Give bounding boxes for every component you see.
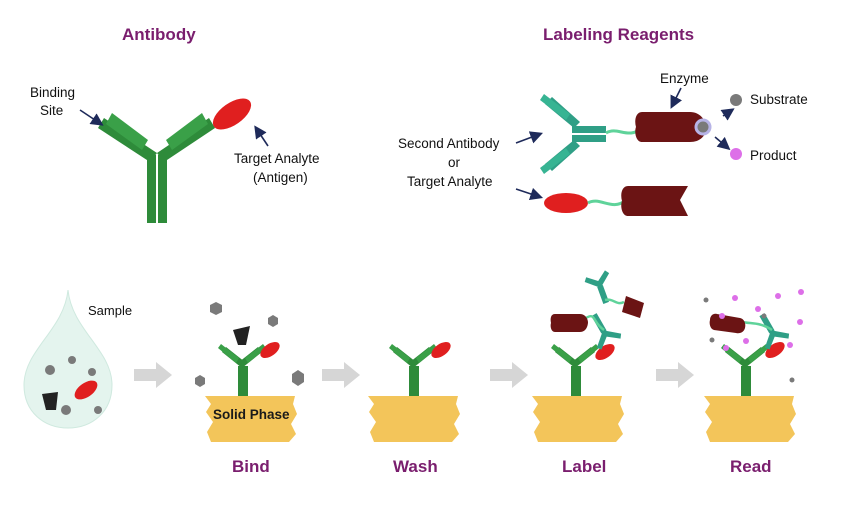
process-arrow-3 — [490, 362, 528, 388]
second-antibody-label: Second Antibody — [398, 136, 500, 151]
binding-site-arrow — [79, 109, 104, 126]
analyte-reagent-arrow — [515, 187, 544, 201]
antibody-header: Antibody — [122, 25, 196, 44]
substrate-label: Substrate — [750, 92, 808, 107]
second-antibody-arrow — [515, 131, 543, 144]
enzyme-arrow — [670, 87, 683, 109]
step-label-label: Label — [562, 457, 606, 476]
process-arrow-1 — [134, 362, 172, 388]
sample-drop-icon — [23, 289, 113, 429]
enzyme-upper-icon — [635, 112, 706, 142]
product-arrow — [714, 136, 731, 151]
enzyme-lower-icon — [621, 186, 688, 216]
antigen-label: (Antigen) — [253, 170, 308, 185]
step-label-wash: Wash — [393, 457, 438, 476]
label-step-panel — [532, 270, 644, 442]
process-arrow-4 — [656, 362, 694, 388]
binding-site-label-line1: Binding — [30, 85, 75, 100]
product-label: Product — [750, 148, 797, 163]
target-analyte-arrow — [254, 125, 269, 147]
second-antibody-icon — [540, 94, 606, 174]
substrate-bound-icon — [694, 118, 712, 136]
target-analyte-label: Target Analyte — [234, 151, 320, 166]
product-icon — [730, 148, 742, 160]
antibody-large-icon — [98, 113, 215, 223]
target-analyte-reagent-label: Target Analyte — [407, 174, 493, 189]
solid-phase-label: Solid Phase — [213, 407, 290, 422]
process-arrow-2 — [322, 362, 360, 388]
binding-site-label-line2: Site — [40, 103, 63, 118]
labeling-reagents-header: Labeling Reagents — [543, 25, 694, 44]
analyte-reagent-icon — [544, 193, 588, 213]
or-label: or — [448, 155, 461, 170]
target-analyte-large-icon — [212, 98, 252, 130]
read-step-panel — [703, 289, 804, 442]
substrate-arrow — [720, 108, 735, 121]
sample-label: Sample — [88, 303, 132, 318]
step-label-bind: Bind — [232, 457, 270, 476]
bind-step-panel — [195, 302, 304, 442]
step-label-read: Read — [730, 457, 772, 476]
enzyme-label: Enzyme — [660, 71, 709, 86]
wash-step-panel — [368, 338, 460, 442]
linker-lower — [587, 198, 627, 207]
substrate-icon — [730, 94, 742, 106]
